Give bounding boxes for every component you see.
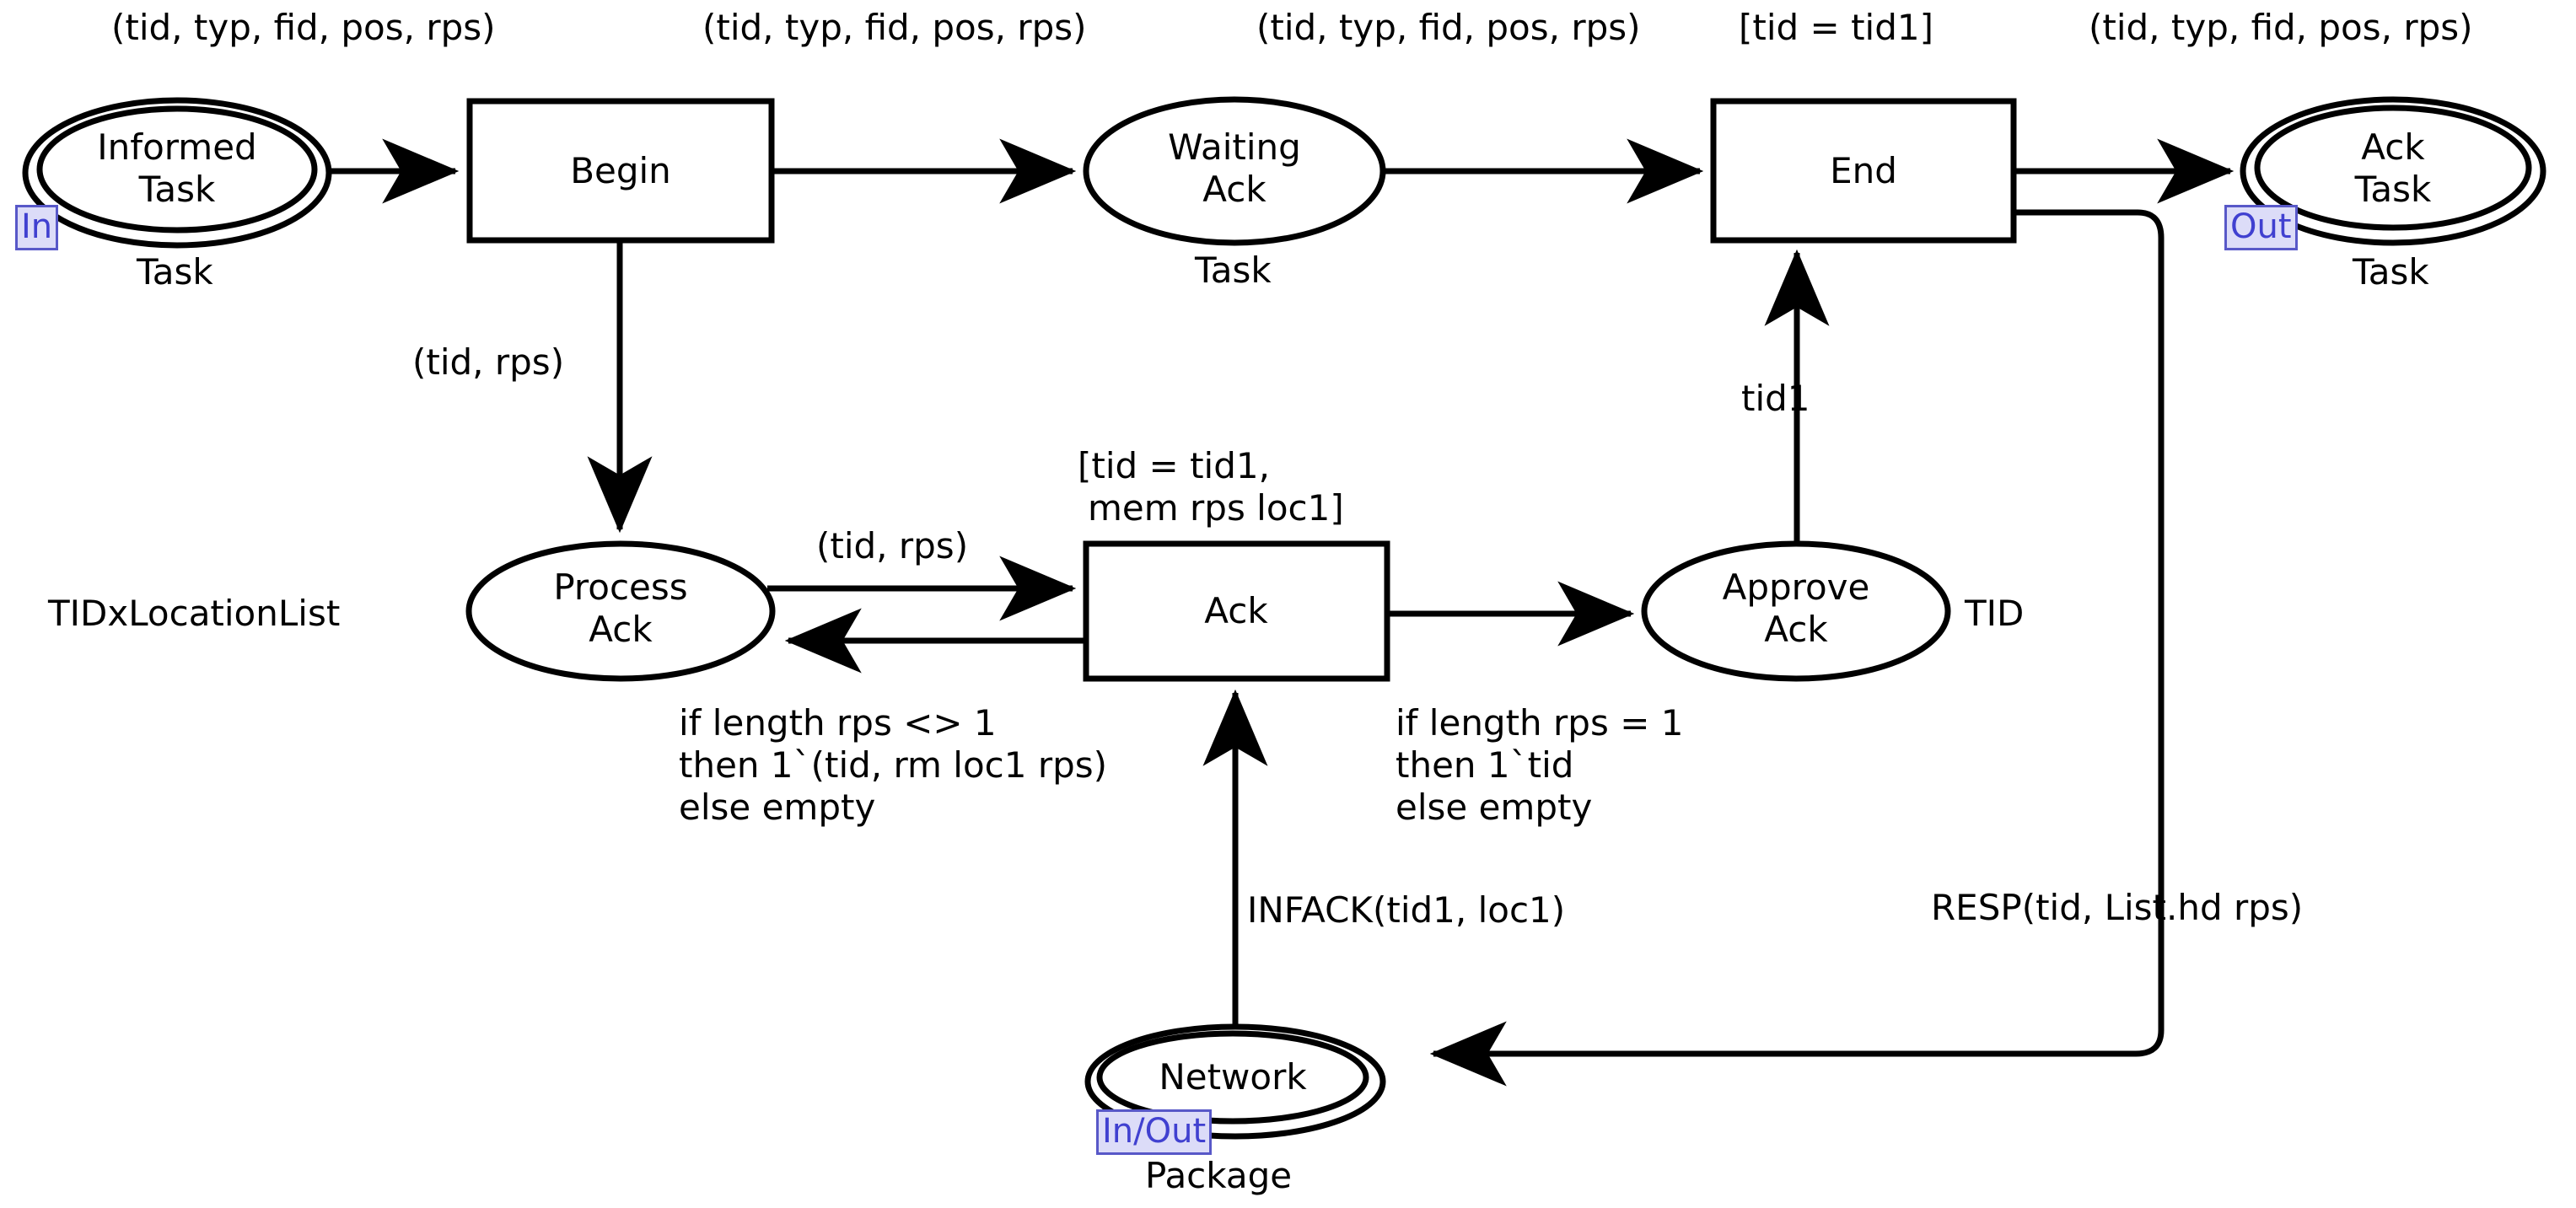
arc-label-begin-to-waiting: (tid, typ, fid, pos, rps)	[702, 7, 1087, 48]
arc-label-approve-to-end: tid1	[1741, 378, 1810, 419]
port-badge-inout[interactable]: In/Out	[1096, 1109, 1213, 1155]
place-ack-task-inner	[2254, 105, 2532, 231]
colorset-network: Package	[1145, 1155, 1293, 1196]
colorset-ack-task: Task	[2353, 251, 2429, 293]
colorset-informed-task: Task	[137, 251, 213, 293]
transition-end[interactable]	[1710, 98, 2017, 244]
colorset-waiting-ack: Task	[1195, 250, 1272, 291]
port-badge-out[interactable]: Out	[2224, 205, 2298, 250]
arc-label-waiting-to-end: (tid, typ, fid, pos, rps)	[1256, 7, 1641, 48]
place-waiting-ack-label: Waiting Ack	[1168, 126, 1301, 210]
place-process-ack[interactable]	[465, 540, 776, 682]
place-approve-ack-label: Approve Ack	[1722, 566, 1870, 650]
place-waiting-ack[interactable]	[1083, 96, 1386, 246]
transition-begin-label: Begin	[570, 150, 671, 191]
arc-label-network-to-ack: INFACK(tid1, loc1)	[1247, 889, 1566, 931]
arc-label-begin-to-process: (tid, rps)	[412, 341, 565, 383]
guard-ack-line2: mem rps loc1]	[1088, 487, 1344, 529]
arc-label-ack-to-process: if length rps <> 1 then 1`(tid, rm loc1 …	[679, 702, 1108, 828]
place-process-ack-label: Process Ack	[553, 566, 688, 650]
arc-label-end-to-network: RESP(tid, List.hd rps)	[1931, 887, 2304, 928]
guard-ack-line1: [tid = tid1,	[1078, 445, 1270, 486]
port-badge-in[interactable]: In	[15, 205, 59, 250]
arc-label-informed-to-begin: (tid, typ, fid, pos, rps)	[111, 7, 496, 48]
arc-label-ack-to-approve: if length rps = 1 then 1`tid else empty	[1396, 702, 1684, 828]
guard-end: [tid = tid1]	[1739, 7, 1933, 48]
place-informed-task-label: Informed Task	[97, 126, 257, 210]
arc-end-to-network	[1429, 209, 2165, 1087]
place-informed-task-outer[interactable]	[22, 97, 332, 249]
place-network-inner	[1096, 1030, 1369, 1125]
arc-label-end-to-acktask: (tid, typ, fid, pos, rps)	[2089, 7, 2473, 48]
place-network-label: Network	[1159, 1056, 1307, 1098]
colorset-process-ack: TIDxLocationList	[48, 593, 341, 634]
transition-ack[interactable]	[1083, 540, 1390, 682]
place-ack-task-label: Ack Task	[2354, 126, 2432, 210]
arc-label-process-to-ack: (tid, rps)	[816, 525, 969, 566]
place-ack-task-outer[interactable]	[2240, 96, 2546, 246]
place-informed-task-inner	[36, 105, 318, 234]
transition-ack-label: Ack	[1204, 590, 1268, 631]
colorset-approve-ack: TID	[1965, 593, 2025, 634]
transition-end-label: End	[1830, 150, 1897, 191]
